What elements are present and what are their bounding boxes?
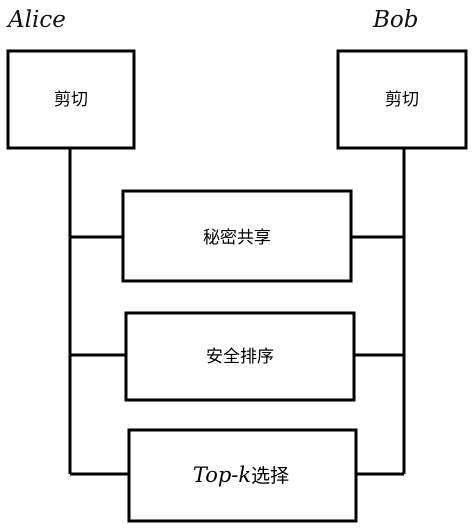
secure-sort-label: 安全排序 [206, 347, 274, 367]
secret-sharing-box [121, 189, 353, 283]
secret-sharing-label: 秘密共享 [203, 228, 271, 248]
topk-math-label: Top-k [193, 463, 251, 487]
party-name-bob: Bob [372, 7, 418, 33]
bob-cut-box [336, 49, 468, 150]
topk-selection-box [127, 428, 358, 523]
bob-cut-label: 剪切 [385, 90, 419, 110]
secure-sort-box [124, 311, 356, 402]
party-name-alice: Alice [6, 7, 66, 33]
topk-selection-label: Top-k选择 [193, 463, 289, 487]
alice-cut-box [6, 49, 136, 150]
topk-selection-text: 选择 [251, 465, 289, 487]
alice-cut-label: 剪切 [54, 90, 88, 110]
